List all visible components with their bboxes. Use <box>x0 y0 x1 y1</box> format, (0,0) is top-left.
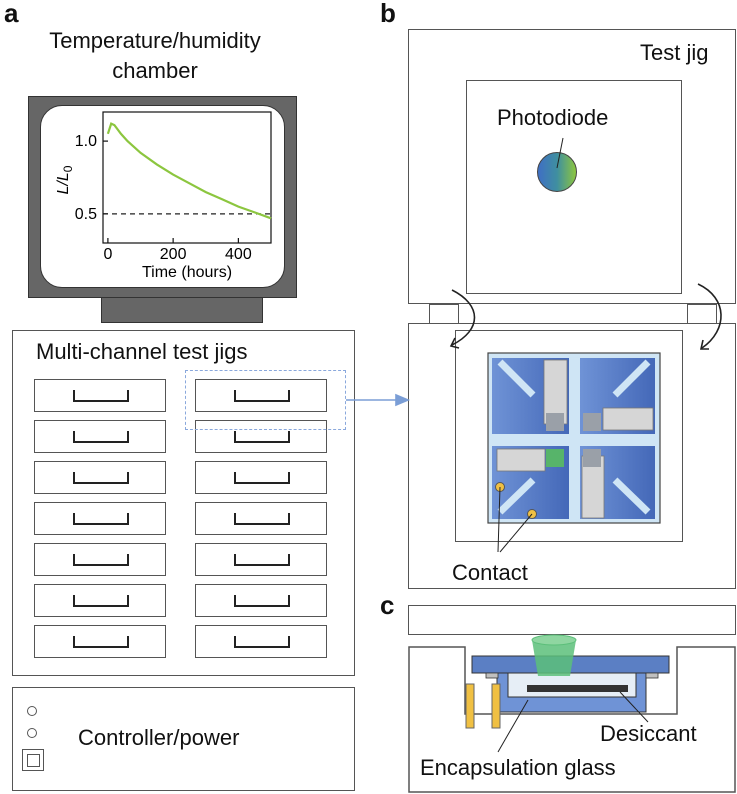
cavity <box>507 672 637 698</box>
desiccant-label: Desiccant <box>600 721 697 746</box>
desiccant-layer <box>527 685 628 692</box>
hinge-left <box>429 304 459 324</box>
photodiode-light-top <box>531 634 577 646</box>
chamber-title: Temperature/humidity chamber <box>30 26 280 86</box>
jig-slot-bracket <box>73 636 129 648</box>
jig-slot-bracket <box>234 431 290 443</box>
encapsulation-glass <box>496 672 647 713</box>
jig-slot-bracket <box>73 390 129 402</box>
top-glass <box>471 655 670 674</box>
jigs-title: Multi-channel test jigs <box>36 339 248 364</box>
edge-pad-left <box>485 672 499 679</box>
jig-slot-bracket <box>234 554 290 566</box>
panel-label-c: c <box>380 590 395 620</box>
jig-slot-bracket <box>73 554 129 566</box>
device-well <box>455 330 683 542</box>
highlight-box <box>185 370 346 430</box>
controller-box <box>12 687 355 791</box>
jig-slot[interactable] <box>195 420 327 453</box>
zoom-arrow <box>346 393 411 407</box>
pogo-pin-2 <box>491 683 501 729</box>
jig-slot[interactable] <box>195 625 327 658</box>
desiccant-leader <box>619 691 649 723</box>
photodiode-icon <box>537 152 577 192</box>
photodiode-window <box>466 80 682 294</box>
edge-pad-right <box>645 672 659 679</box>
pogo-pin-1 <box>465 683 475 729</box>
power-switch-inner <box>27 754 40 767</box>
controller-label: Controller/power <box>78 725 240 750</box>
indicator-light-2 <box>27 728 37 738</box>
jig-slot-bracket <box>234 513 290 525</box>
jig-slot[interactable] <box>34 543 166 576</box>
jig-slot-bracket <box>234 390 290 402</box>
chamber-title-line2: chamber <box>112 58 198 83</box>
jig-slot-bracket <box>234 595 290 607</box>
jig-slot[interactable] <box>195 461 327 494</box>
chamber-stand <box>101 297 263 323</box>
encapsulation-glass-label: Encapsulation glass <box>420 755 616 780</box>
test-jig-label: Test jig <box>640 40 709 65</box>
jig-slot-bracket <box>73 513 129 525</box>
jig-slot[interactable] <box>34 502 166 535</box>
jig-slot-bracket <box>234 636 290 648</box>
jig-slot[interactable] <box>195 379 327 412</box>
panel-label-b: b <box>380 0 396 28</box>
jig-slot[interactable] <box>195 543 327 576</box>
jig-slot[interactable] <box>195 502 327 535</box>
jig-slot-bracket <box>73 595 129 607</box>
panel-label-a: a <box>4 0 19 28</box>
jig-slot[interactable] <box>34 420 166 453</box>
contact-label: Contact <box>452 560 528 585</box>
jig-slot[interactable] <box>34 584 166 617</box>
chamber-title-line1: Temperature/humidity <box>49 28 261 53</box>
jig-slot[interactable] <box>195 584 327 617</box>
jig-slot[interactable] <box>34 379 166 412</box>
jig-slot[interactable] <box>34 461 166 494</box>
jig-slot[interactable] <box>34 625 166 658</box>
photodiode-label: Photodiode <box>497 105 609 130</box>
glass-leader <box>497 699 529 753</box>
chamber-screen <box>40 105 285 288</box>
photodiode-light <box>532 640 576 676</box>
jig-slot-bracket <box>234 472 290 484</box>
jig-slot-bracket <box>73 431 129 443</box>
hinge-right <box>687 304 717 324</box>
power-switch[interactable] <box>22 749 44 771</box>
indicator-light-1 <box>27 706 37 716</box>
jig-slot-bracket <box>73 472 129 484</box>
lid-cross-section <box>408 605 736 635</box>
